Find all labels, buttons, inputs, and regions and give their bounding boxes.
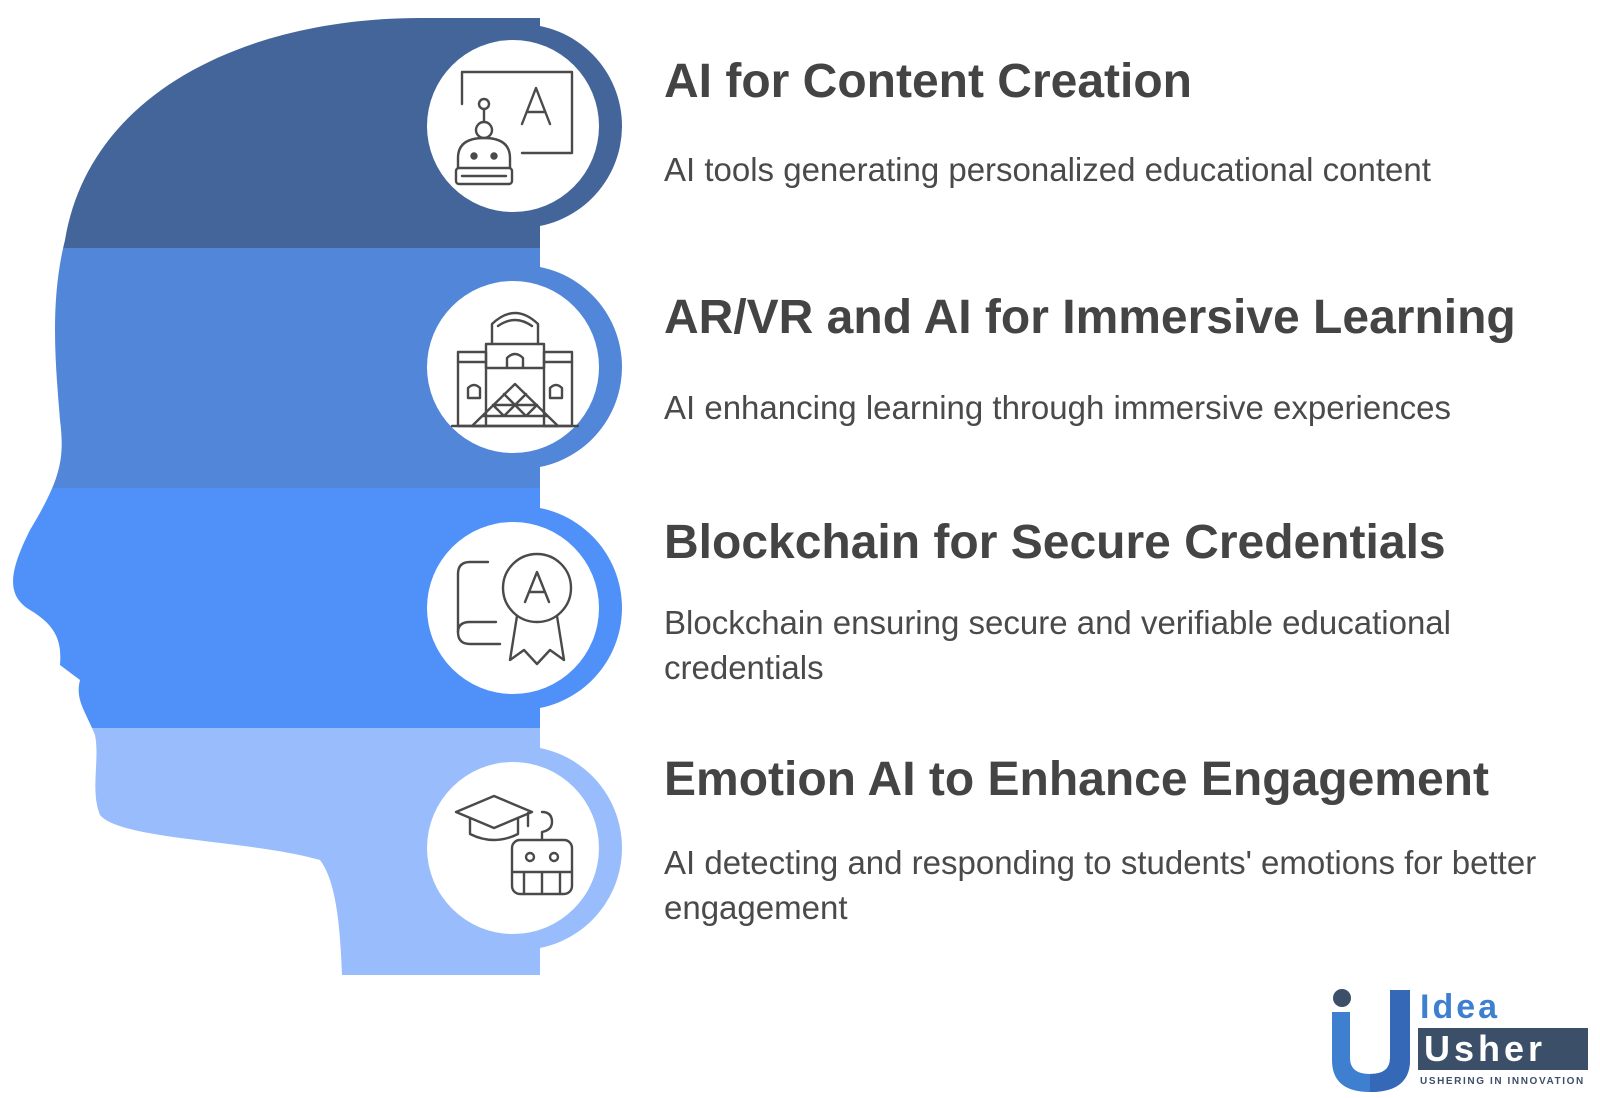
robot-presentation-icon xyxy=(454,70,574,186)
item-description-secure-credentials: Blockchain ensuring secure and verifiabl… xyxy=(664,604,1451,686)
item-title-emotion-ai: Emotion AI to Enhance Engagement xyxy=(664,753,1489,806)
item-title-immersive-learning: AR/VR and AI for Immersive Learning xyxy=(664,291,1516,344)
item-title-content-creation: AI for Content Creation xyxy=(664,55,1192,108)
certificate-award-icon xyxy=(456,552,573,666)
logo-tagline: USHERING IN INNOVATION xyxy=(1420,1076,1585,1087)
item-description-emotion-ai: AI detecting and responding to students'… xyxy=(664,844,1537,926)
logo-text-usher: Usher xyxy=(1424,1028,1547,1069)
museum-building-icon xyxy=(450,311,580,428)
item-description-immersive-learning: AI enhancing learning through immersive … xyxy=(664,389,1451,426)
head-diagram xyxy=(13,18,622,975)
logo-mark-icon xyxy=(1332,989,1410,1092)
graduation-robot-icon xyxy=(454,794,574,896)
logo-text-idea: Idea xyxy=(1420,988,1501,1026)
item-description-content-creation: AI tools generating personalized educati… xyxy=(664,151,1431,188)
logo-usher-box: Usher xyxy=(1418,1028,1588,1070)
idea-usher-logo: Idea Usher USHERING IN INNOVATION xyxy=(1330,988,1598,1096)
circle-inner-3 xyxy=(427,522,599,694)
item-title-secure-credentials: Blockchain for Secure Credentials xyxy=(664,516,1446,569)
